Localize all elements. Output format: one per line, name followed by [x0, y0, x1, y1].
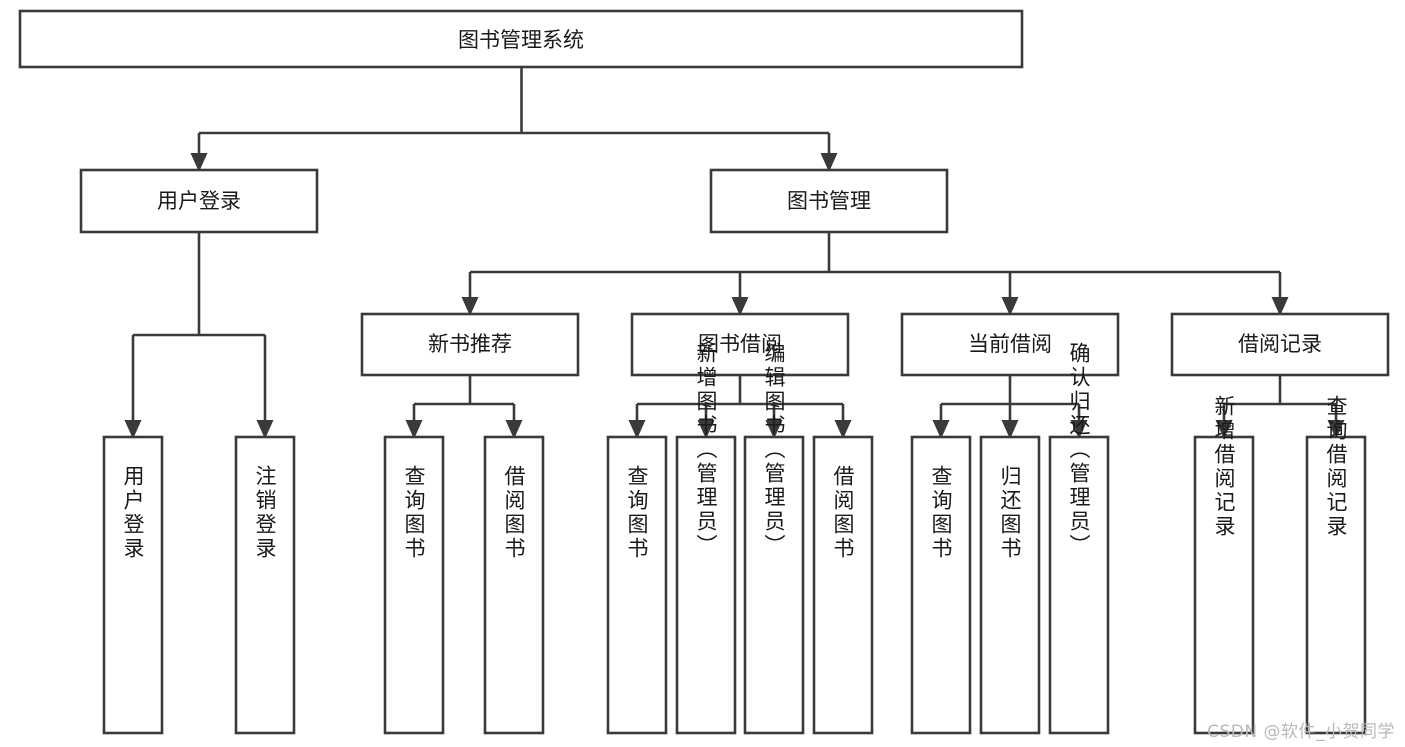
leaf-box[interactable] [606, 435, 668, 735]
node-borrow-record[interactable]: 借阅记录 [1170, 312, 1390, 377]
new-book-recommend-box[interactable] [360, 312, 580, 377]
leaf-book-borrow-2[interactable]: 编辑图书（管理员） [743, 342, 805, 735]
leaf-box[interactable] [1048, 435, 1110, 735]
leaf-box[interactable] [383, 435, 445, 735]
node-root-book-management-system[interactable]: 图书管理系统 [18, 9, 1024, 69]
leaf-label: 查询图书 [929, 465, 953, 561]
node-book-management[interactable]: 图书管理 [709, 168, 949, 234]
leaf-label: 注销登录 [253, 465, 277, 561]
leaf-label: 查询图书 [402, 465, 426, 561]
leaf-current-borrow-0[interactable]: 查询图书 [910, 435, 972, 735]
leaf-box[interactable] [483, 435, 545, 735]
book-management-label: 图书管理 [787, 189, 871, 213]
leaf-book-borrow-0[interactable]: 查询图书 [606, 435, 668, 735]
borrow-record-label: 借阅记录 [1238, 332, 1322, 356]
leaf-label: 确认归还（管理员） [1067, 342, 1091, 558]
leaf-box[interactable] [910, 435, 972, 735]
leaf-box[interactable] [675, 435, 737, 735]
leaf-user-login-1[interactable]: 注销登录 [234, 435, 296, 735]
leaf-label: 查询借阅记录 [1324, 395, 1348, 539]
leaf-box[interactable] [812, 435, 874, 735]
node-book-borrow[interactable]: 图书借阅 [630, 312, 850, 377]
leaf-label: 编辑图书（管理员） [762, 342, 786, 558]
leaf-label: 新增图书（管理员） [694, 342, 718, 558]
root-label: 图书管理系统 [458, 28, 584, 52]
user-login-label: 用户登录 [157, 189, 241, 213]
node-user-login[interactable]: 用户登录 [79, 168, 319, 234]
leaf-box[interactable] [1305, 435, 1367, 735]
leaf-new-book-recommend-1[interactable]: 借阅图书 [483, 435, 545, 735]
leaf-label: 用户登录 [121, 465, 145, 561]
user-login-box[interactable] [79, 168, 319, 234]
leaf-box[interactable] [1193, 435, 1255, 735]
node-new-book-recommend[interactable]: 新书推荐 [360, 312, 580, 377]
leaf-box[interactable] [979, 435, 1041, 735]
leaf-label: 归还图书 [998, 465, 1022, 561]
leaf-box[interactable] [102, 435, 164, 735]
book-borrow-box[interactable] [630, 312, 850, 377]
borrow-record-box[interactable] [1170, 312, 1390, 377]
book-borrow-label: 图书借阅 [698, 332, 782, 356]
book-management-box[interactable] [709, 168, 949, 234]
leaf-label: 借阅图书 [502, 465, 526, 561]
leaf-label: 新增借阅记录 [1212, 395, 1236, 539]
current-borrow-label: 当前借阅 [968, 332, 1052, 356]
leaf-current-borrow-1[interactable]: 归还图书 [979, 435, 1041, 735]
connector-layer [124, 67, 1345, 439]
new-book-recommend-label: 新书推荐 [428, 332, 512, 356]
node-current-borrow[interactable]: 当前借阅 [900, 312, 1120, 377]
leaf-borrow-record-1[interactable]: 查询借阅记录 [1305, 395, 1367, 735]
root-box[interactable] [18, 9, 1024, 69]
leaf-book-borrow-1[interactable]: 新增图书（管理员） [675, 342, 737, 735]
leaf-label: 借阅图书 [831, 465, 855, 561]
leaf-borrow-record-0[interactable]: 新增借阅记录 [1193, 395, 1255, 735]
csdn-watermark: CSDN @软件_小贺同学 [1207, 722, 1395, 742]
current-borrow-box[interactable] [900, 312, 1120, 377]
leaf-book-borrow-3[interactable]: 借阅图书 [812, 435, 874, 735]
leaf-user-login-0[interactable]: 用户登录 [102, 435, 164, 735]
leaf-box[interactable] [743, 435, 805, 735]
leaf-box[interactable] [234, 435, 296, 735]
leaf-new-book-recommend-0[interactable]: 查询图书 [383, 435, 445, 735]
leaf-current-borrow-2[interactable]: 确认归还（管理员） [1048, 342, 1110, 735]
leaf-label: 查询图书 [625, 465, 649, 561]
